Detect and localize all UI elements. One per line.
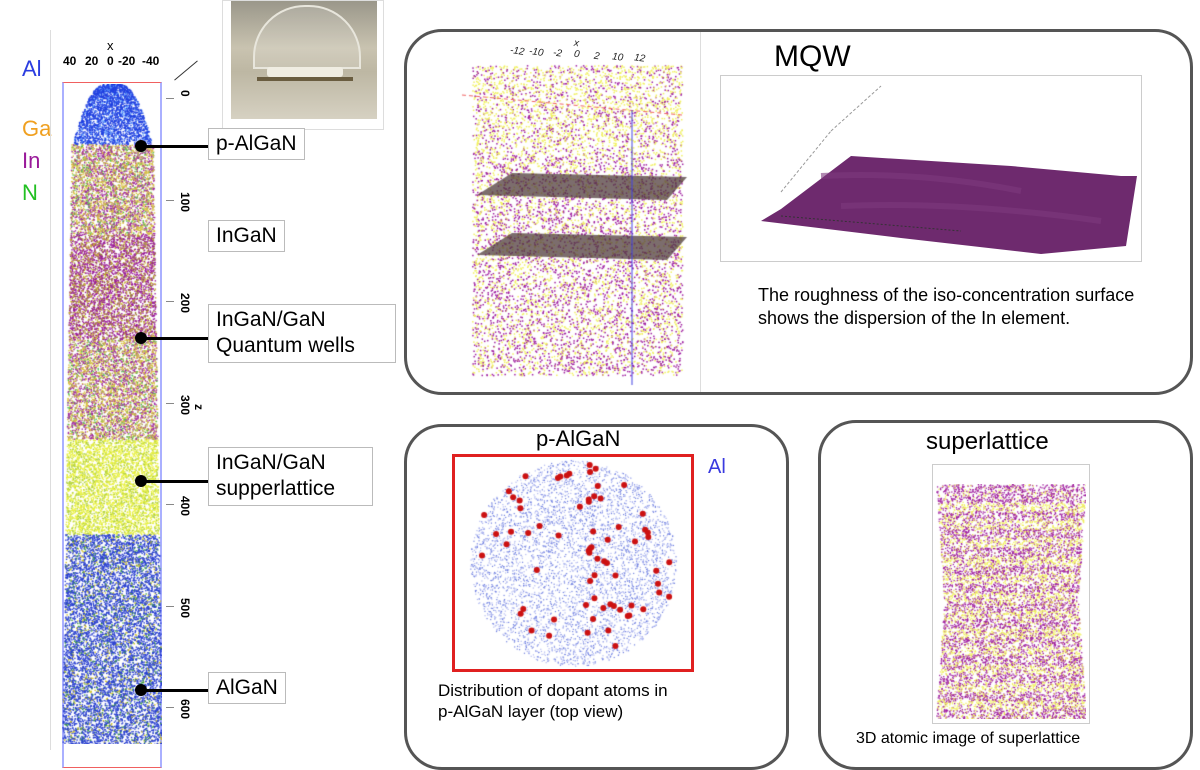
mqw-x-tick: -2 (552, 47, 563, 60)
label-text: p-AlGaN (216, 132, 297, 155)
z-tick-mark (166, 301, 174, 302)
label-text: InGaN/GaN (216, 451, 326, 474)
label-text: AlGaN (216, 676, 278, 699)
label-text: Quantum wells (216, 334, 355, 358)
z-tick-mark (166, 707, 174, 708)
legend-n: N (22, 180, 38, 205)
leader-line (141, 689, 209, 692)
label-algan: AlGaN (208, 672, 286, 705)
legend-ga: Ga (22, 116, 52, 141)
z-tick-mark (166, 199, 174, 201)
z-tick: 400 (178, 496, 192, 517)
legend-al: Al (22, 56, 42, 81)
mqw-atom-map (452, 35, 697, 390)
leader-line (141, 337, 209, 340)
p-algan-caption: Distribution of dopant atoms in p-AlGaN … (438, 681, 668, 722)
top-view-frame (452, 454, 694, 672)
divider (700, 32, 701, 392)
z-axis-label: z (192, 404, 206, 410)
z-tick-mark (166, 402, 174, 404)
label-text: InGaN (216, 224, 277, 247)
x-tick: 20 (85, 54, 99, 68)
label-p-algan: p-AlGaN (208, 128, 305, 161)
z-tick-mark (166, 504, 174, 505)
mqw-title: MQW (774, 40, 851, 73)
axis-corner (174, 60, 198, 81)
superlattice-caption: 3D atomic image of superlattice (856, 730, 1081, 747)
superlattice-atom-map (936, 484, 1086, 719)
atom-map-column (62, 84, 162, 744)
mqw-x-tick: 12 (633, 52, 646, 65)
x-tick: -20 (118, 54, 136, 68)
label-text: InGaN/GaN (216, 308, 326, 331)
sample-photo (222, 0, 384, 130)
x-tick: 40 (63, 54, 77, 68)
z-tick-mark (166, 605, 174, 607)
mqw-x-tick: -12 (509, 45, 526, 58)
superlattice-frame (932, 464, 1090, 724)
mqw-x-tick: 2 (593, 50, 601, 63)
x-tick: 0 (107, 54, 114, 68)
label-text: supperlattice (216, 477, 336, 501)
dopant-top-view (455, 457, 691, 669)
z-tick: 0 (178, 90, 192, 97)
label-ingan: InGaN (208, 220, 285, 253)
mqw-x-tick: 10 (611, 51, 624, 64)
mqw-description: The roughness of the iso-concentration s… (758, 285, 1135, 329)
iso-surface-plot (720, 75, 1142, 262)
mqw-x-tick: -10 (528, 46, 545, 59)
element-label-al: Al (708, 456, 726, 478)
z-tick: 300 (178, 394, 192, 415)
superlattice-title: superlattice (926, 428, 1049, 455)
z-tick: 200 (178, 293, 192, 314)
leader-line (141, 145, 209, 148)
z-tick: 500 (178, 597, 192, 618)
z-tick-mark (166, 98, 174, 99)
z-tick: 100 (178, 191, 192, 212)
z-tick: 600 (178, 699, 192, 720)
legend-in: In (22, 148, 41, 173)
x-tick: -40 (142, 54, 160, 68)
mqw-x-tick: 0 (573, 48, 581, 61)
leader-line (141, 480, 209, 483)
label-superlattice: InGaN/GaN supperlattice (208, 447, 373, 506)
label-quantum-wells: InGaN/GaN Quantum wells (208, 304, 396, 363)
x-axis-label: x (107, 38, 114, 53)
p-algan-title: p-AlGaN (536, 426, 621, 451)
